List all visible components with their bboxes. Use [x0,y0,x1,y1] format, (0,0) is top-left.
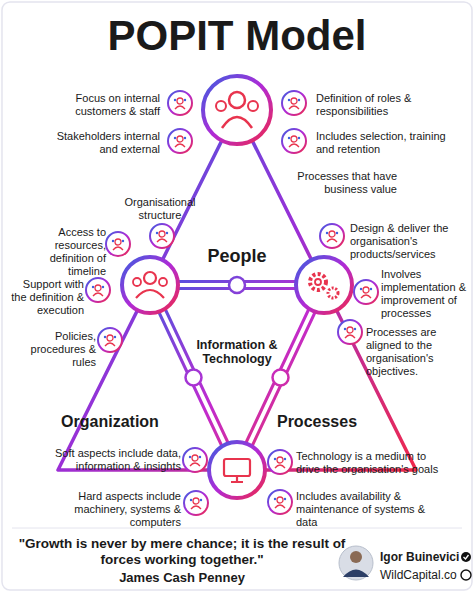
author-name: Igor Buinevici [380,550,462,564]
small-icon [282,91,306,115]
small-icon [183,448,207,472]
site-icon [461,570,471,580]
technology-note: Includes availability & maintenance of s… [296,490,446,529]
small-icon [268,450,292,474]
process-note: Processes are aligned to the organisatio… [366,326,472,378]
area-heading: Organization [45,413,175,431]
computer-icon [231,476,243,482]
author-photo [339,546,373,580]
process-note: Involves implementation & improvement of… [381,268,471,320]
author-photo [350,551,362,563]
small-icon [168,129,192,153]
people-note: Stakeholders internal and external [50,130,160,156]
gear-icon [328,288,338,298]
people-note: Focus on internal customers & staff [40,92,160,118]
small-icon [338,320,362,344]
small-icon [268,490,292,514]
small-icon [320,224,344,248]
junction-ring [229,277,245,293]
footer-rule [12,528,462,529]
people-icon [216,101,226,111]
process-note: Processes that have business value [285,170,397,196]
organisation-icon [144,272,156,284]
small-icon [106,232,130,256]
organisation-note: Support with the definition & execution [8,278,84,317]
verified-badge [461,552,471,562]
area-heading: People [187,246,287,267]
technology-note: Technology is a medium to drive the orga… [296,450,446,476]
people-note: Definition of roles & responsibilities [316,92,456,118]
computer-icon [224,459,250,476]
quote-author: James Cash Penney [12,570,352,585]
people-icon [222,117,252,128]
author-site: WildCapital.co [380,568,462,582]
technology-note: Soft aspects include data, information &… [40,447,181,473]
people-note: Includes selection, training and retenti… [316,130,456,156]
organisation-note: Access to resources, definition of timel… [18,226,106,278]
people-icon [248,101,258,111]
small-icon [354,280,378,304]
small-icon [86,278,110,302]
organisation-icon [133,278,141,286]
small-icon [150,224,174,248]
junction-ring [273,370,289,386]
organisation-note: Policies, procedures & rules [18,330,96,369]
author-photo [343,570,369,578]
organisation-icon [136,290,164,298]
small-icon [98,328,122,352]
small-icon [184,491,208,515]
organisation-circle [122,257,178,313]
area-heading: Processes [262,413,372,431]
small-icon [282,129,306,153]
verified-badge [464,555,469,559]
diagram-title: POPIT Model [0,12,474,60]
area-heading: Information & Technology [187,338,287,366]
people-icon [229,92,245,108]
organisation-icon [159,278,167,286]
organisation-note: Organisational structure [110,196,210,222]
junction-ring [186,370,202,386]
gear-icon [310,274,326,290]
technology-note: Hard aspects include machinery, systems … [40,490,181,529]
small-icon [168,91,192,115]
quote-caption: "Growth is never by mere chance; it is t… [12,536,352,568]
technology-circle [209,442,265,498]
people-circle [203,76,271,144]
gear-icon [315,279,321,285]
processes-circle [296,257,352,313]
process-note: Design & deliver the organisation's prod… [350,222,468,261]
